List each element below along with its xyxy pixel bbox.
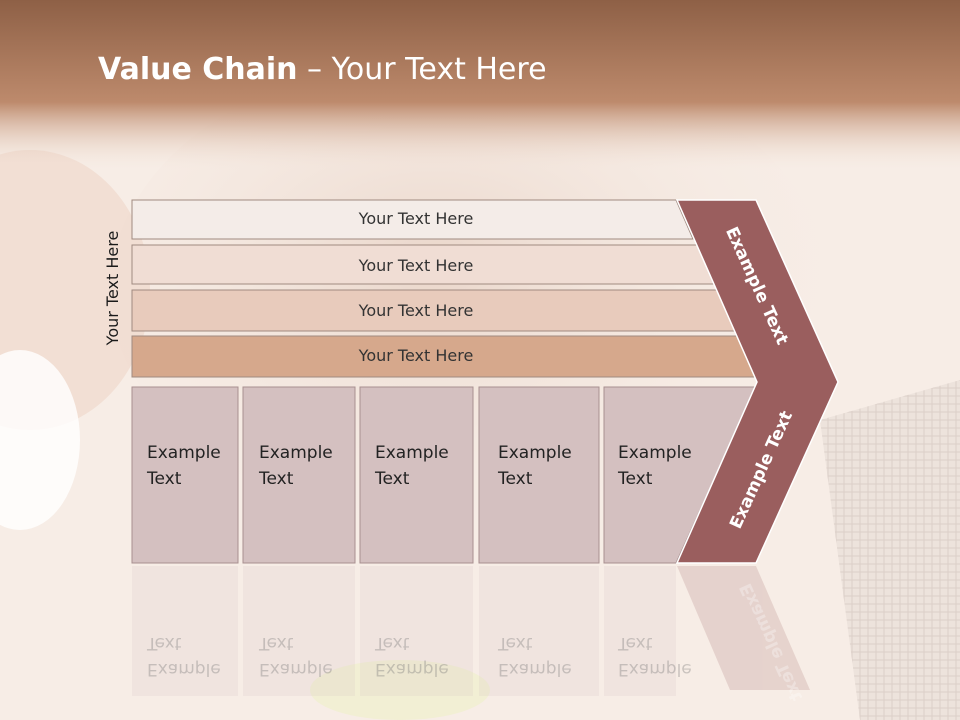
column-3-line1: Example [375,443,449,463]
column-box-1 [131,386,239,564]
column-2-text: Example Text [259,440,333,492]
column-5-reflection-line1: Example [618,659,692,679]
row-1-text: Your Text Here [358,209,474,228]
column-3-text: Example Text [375,440,449,492]
column-1-line2: Text [147,469,182,489]
column-1-reflection-line1: Example [147,659,221,679]
column-5-reflection: Example Text [618,630,692,682]
column-box-3 [359,386,474,564]
column-4-line2: Text [498,469,533,489]
row-4-text: Your Text Here [358,346,474,365]
row-2-text: Your Text Here [358,256,474,275]
column-box-4 [478,386,600,564]
column-2-reflection-line2: Text [259,633,294,653]
row-1-bar [131,199,694,240]
title-rest: – Your Text Here [297,52,547,87]
column-5-line2: Text [618,469,653,489]
column-box-5 [603,386,757,564]
column-4-reflection: Example Text [498,630,572,682]
column-2-reflection: Example Text [259,630,333,682]
chevron-arrow [675,199,839,564]
column-3-reflection: Example Text [375,630,449,682]
column-4-reflection-line2: Text [498,633,533,653]
column-2-line2: Text [259,469,294,489]
column-4-line1: Example [498,443,572,463]
row-3-text: Your Text Here [358,301,474,320]
column-3-reflection-line1: Example [375,659,449,679]
column-4-text: Example Text [498,440,572,492]
column-3-line2: Text [375,469,410,489]
slide-title: Value Chain – Your Text Here [98,52,547,87]
column-5-line1: Example [618,443,692,463]
title-bold: Value Chain [98,52,298,87]
column-2-reflection-line1: Example [259,659,333,679]
column-3-reflection-line2: Text [375,633,410,653]
column-1-text: Example Text [147,440,221,492]
column-2-line1: Example [259,443,333,463]
column-box-2 [242,386,356,564]
column-5-reflection-line2: Text [618,633,653,653]
column-1-reflection: Example Text [147,630,221,682]
column-5-text: Example Text [618,440,692,492]
column-1-reflection-line2: Text [147,633,182,653]
column-4-reflection-line1: Example [498,659,572,679]
column-1-line1: Example [147,443,221,463]
